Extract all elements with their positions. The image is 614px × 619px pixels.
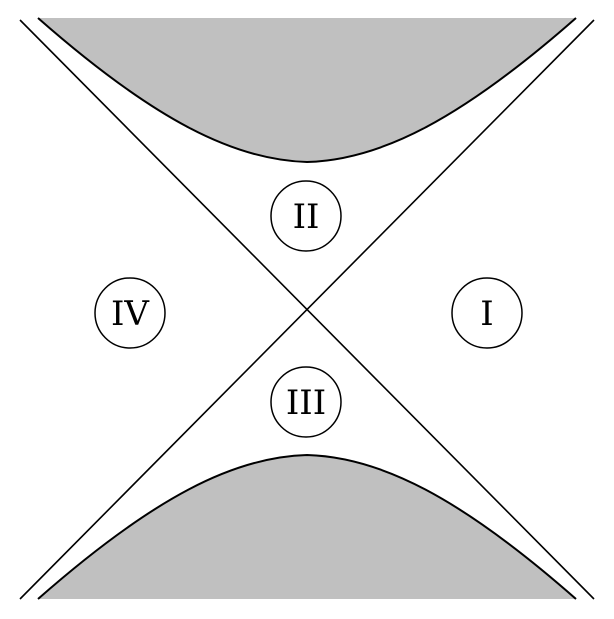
bottom-hyperbola [37, 453, 577, 600]
region-iii-label: III [286, 383, 326, 423]
top-shaded-region [38, 18, 576, 162]
bottom-shaded-region [38, 455, 576, 599]
diagonal-horizon-ascending [19, 19, 595, 600]
region-ii-circle [270, 180, 342, 252]
top-hyperbola [37, 17, 577, 164]
region-iv-circle [94, 277, 166, 349]
region-ii-label: II [293, 197, 320, 237]
region-iii-circle [270, 366, 342, 438]
region-i-label: I [480, 294, 493, 334]
region-i-circle [451, 277, 523, 349]
region-iv-label: IV [111, 294, 150, 334]
